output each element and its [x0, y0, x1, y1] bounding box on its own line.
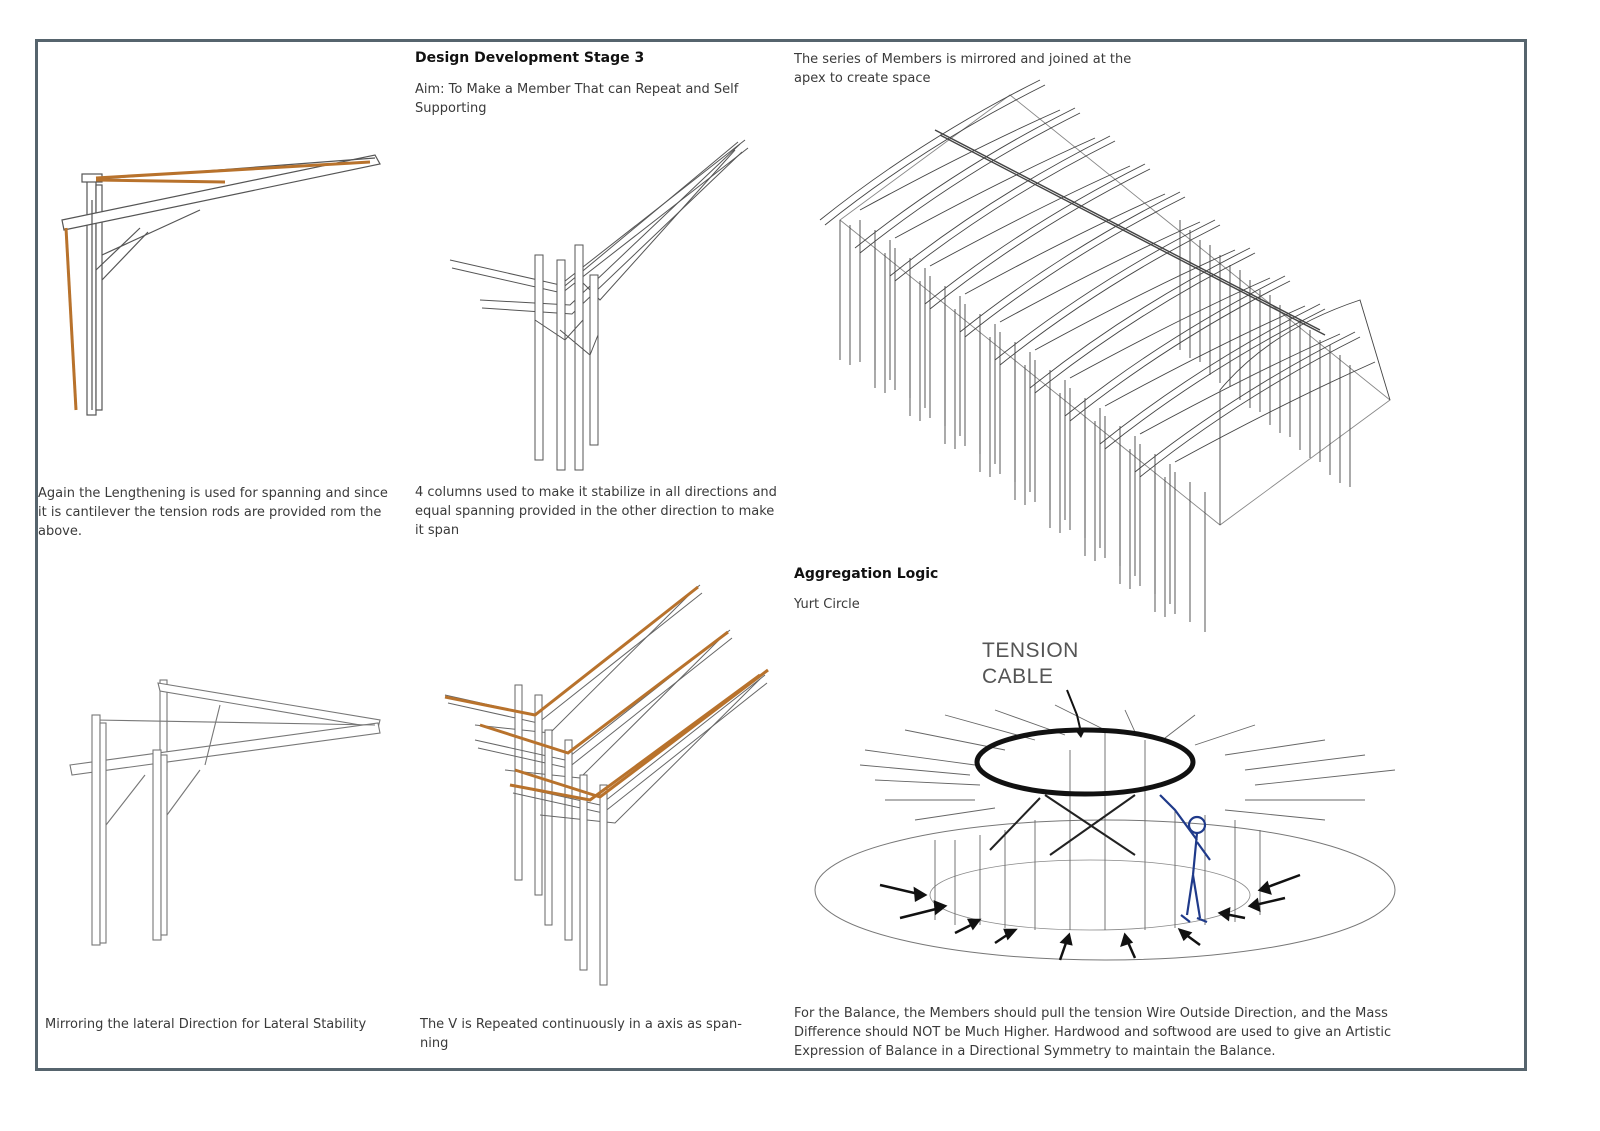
mirrored-lateral-drawing	[69, 679, 381, 946]
tension-rods-repeated	[444, 585, 769, 802]
caption-mirrored-apex: The series of Members is mirrored and jo…	[794, 52, 1132, 86]
stage-heading: Design Development Stage 3	[415, 50, 645, 66]
caption-lengthening: Again the Lengthening is used for spanni…	[38, 486, 388, 539]
tension-rods	[64, 160, 371, 411]
caption-v-repeated: The V is Repeated continuously in a axis…	[420, 1017, 742, 1051]
mirrored-bay-system-drawing	[819, 79, 1391, 633]
tension-cable-label: TENSION CABLE	[982, 638, 1079, 690]
human-scale-figure	[1159, 794, 1211, 924]
stage-aim: Aim: To Make a Member That can Repeat an…	[415, 82, 739, 116]
tension-label-line2: CABLE	[982, 665, 1054, 688]
tension-cable-ring	[974, 727, 1196, 797]
tension-label-line1: TENSION	[982, 639, 1079, 662]
four-column-member-drawing	[449, 139, 749, 471]
yurt-circle-drawing	[814, 689, 1396, 961]
caption-mirroring: Mirroring the lateral Direction for Late…	[45, 1017, 367, 1032]
balance-text: For the Balance, the Members should pull…	[794, 1006, 1392, 1059]
sheet-frame	[35, 39, 1527, 1071]
aggregation-heading: Aggregation Logic	[794, 566, 939, 582]
cantilever-member-drawing	[61, 154, 381, 416]
v-repeated-drawing	[444, 584, 769, 986]
cable-pointer-arrow	[1066, 689, 1081, 729]
inward-force-arrows	[879, 873, 1301, 961]
aggregation-subheading: Yurt Circle	[794, 597, 860, 612]
caption-four-columns: 4 columns used to make it stabilize in a…	[415, 485, 777, 538]
